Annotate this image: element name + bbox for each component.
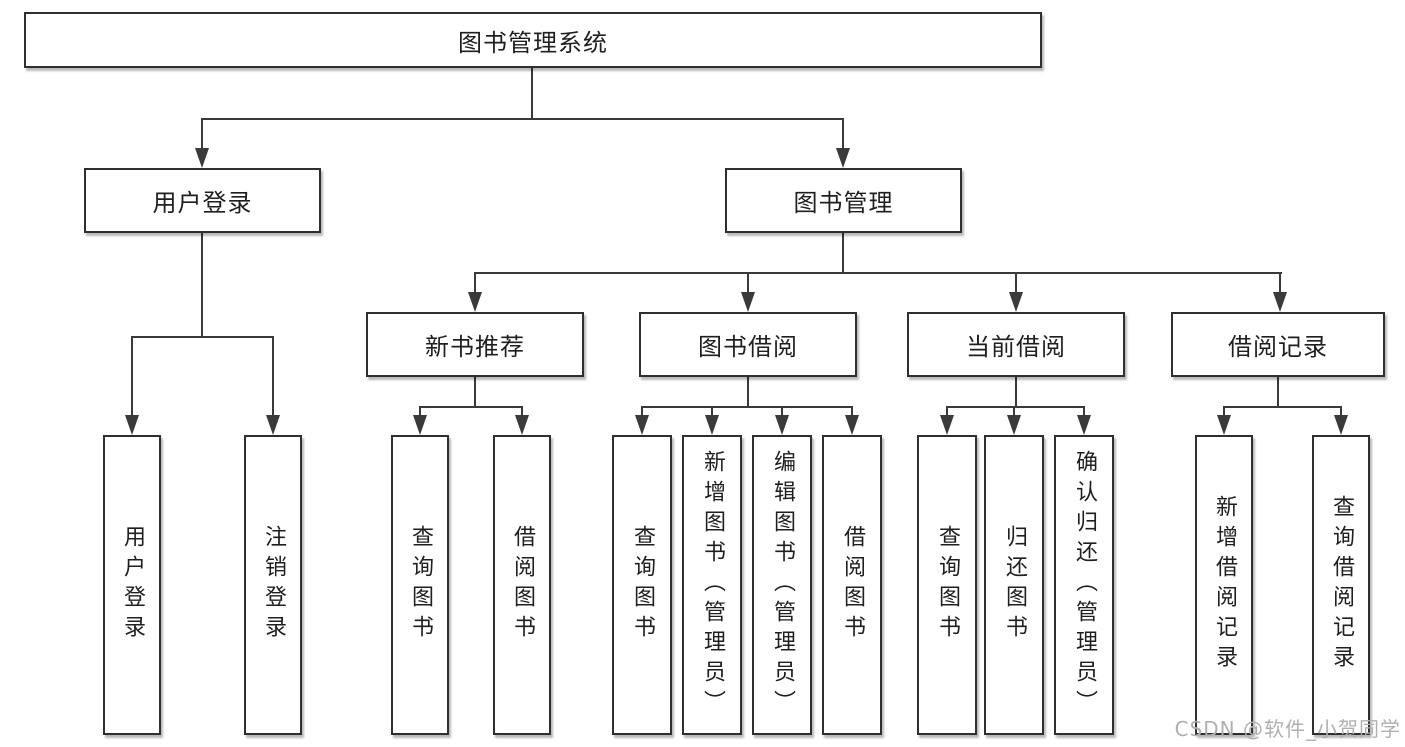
- connector-line: [946, 406, 1085, 408]
- arrow-down-icon: [195, 148, 209, 168]
- connector-line: [1083, 406, 1085, 418]
- leaf-bb-borrow-books: 借阅图书: [822, 435, 882, 735]
- node-new-book-recommend: 新书推荐: [366, 312, 584, 377]
- arrow-down-icon: [836, 148, 850, 168]
- arrow-down-icon: [515, 415, 529, 435]
- leaf-nbr-borrow-books: 借阅图书: [493, 435, 551, 735]
- connector-line: [1223, 406, 1225, 418]
- leaf-bb-edit-books: 编辑图书（管理员）: [752, 435, 812, 735]
- arrow-down-icon: [775, 415, 789, 435]
- connector-line: [474, 377, 476, 408]
- connector-line: [946, 406, 948, 418]
- node-book-borrow: 图书借阅: [639, 312, 857, 377]
- connector-line: [711, 406, 713, 418]
- connector-line: [1279, 272, 1281, 296]
- connector-line: [474, 272, 1282, 274]
- leaf-cb-confirm-return: 确认归还（管理员）: [1054, 435, 1114, 735]
- connector-line: [747, 272, 749, 296]
- connector-line: [474, 272, 476, 296]
- connector-line: [1015, 377, 1017, 408]
- arrow-down-icon: [1007, 415, 1021, 435]
- connector-line: [851, 406, 853, 418]
- arrow-down-icon: [468, 292, 482, 312]
- connector-line: [1277, 377, 1279, 408]
- connector-line: [272, 336, 274, 418]
- connector-line: [747, 377, 749, 408]
- leaf-user-login: 用户登录: [103, 435, 161, 735]
- connector-line: [419, 406, 523, 408]
- connector-line: [1013, 406, 1015, 418]
- connector-line: [419, 406, 421, 418]
- connector-line: [1015, 272, 1017, 296]
- connector-line: [1223, 406, 1342, 408]
- leaf-logout: 注销登录: [244, 435, 302, 735]
- node-root: 图书管理系统: [24, 12, 1042, 68]
- connector-line: [641, 406, 643, 418]
- connector-line: [781, 406, 783, 418]
- arrow-down-icon: [845, 415, 859, 435]
- node-user-login: 用户登录: [84, 168, 321, 233]
- connector-line: [842, 233, 844, 274]
- connector-line: [131, 336, 274, 338]
- arrow-down-icon: [940, 415, 954, 435]
- leaf-cb-return-books: 归还图书: [984, 435, 1044, 735]
- connector-line: [641, 406, 853, 408]
- arrow-down-icon: [635, 415, 649, 435]
- leaf-br-add-record: 新增借阅记录: [1195, 435, 1253, 735]
- arrow-down-icon: [266, 415, 280, 435]
- arrow-down-icon: [1334, 415, 1348, 435]
- connector-line: [201, 118, 844, 120]
- connector-line: [531, 68, 533, 120]
- connector-line: [201, 118, 203, 150]
- arrow-down-icon: [1273, 292, 1287, 312]
- arrow-down-icon: [125, 415, 139, 435]
- connector-line: [131, 336, 133, 418]
- arrow-down-icon: [741, 292, 755, 312]
- leaf-cb-query-books: 查询图书: [917, 435, 977, 735]
- arrow-down-icon: [1009, 292, 1023, 312]
- leaf-br-query-record: 查询借阅记录: [1312, 435, 1370, 735]
- connector-line: [521, 406, 523, 418]
- arrow-down-icon: [705, 415, 719, 435]
- arrow-down-icon: [1217, 415, 1231, 435]
- arrow-down-icon: [413, 415, 427, 435]
- node-book-management: 图书管理: [725, 168, 962, 233]
- node-current-borrow: 当前借阅: [907, 312, 1125, 377]
- node-borrow-record: 借阅记录: [1171, 312, 1385, 377]
- leaf-nbr-query-books: 查询图书: [391, 435, 449, 735]
- arrow-down-icon: [1077, 415, 1091, 435]
- connector-line: [1340, 406, 1342, 418]
- leaf-bb-add-books: 新增图书（管理员）: [682, 435, 742, 735]
- connector-line: [201, 233, 203, 337]
- connector-line: [842, 118, 844, 150]
- csdn-watermark: CSDN @软件_小贺同学: [1174, 717, 1401, 741]
- leaf-bb-query-books: 查询图书: [612, 435, 672, 735]
